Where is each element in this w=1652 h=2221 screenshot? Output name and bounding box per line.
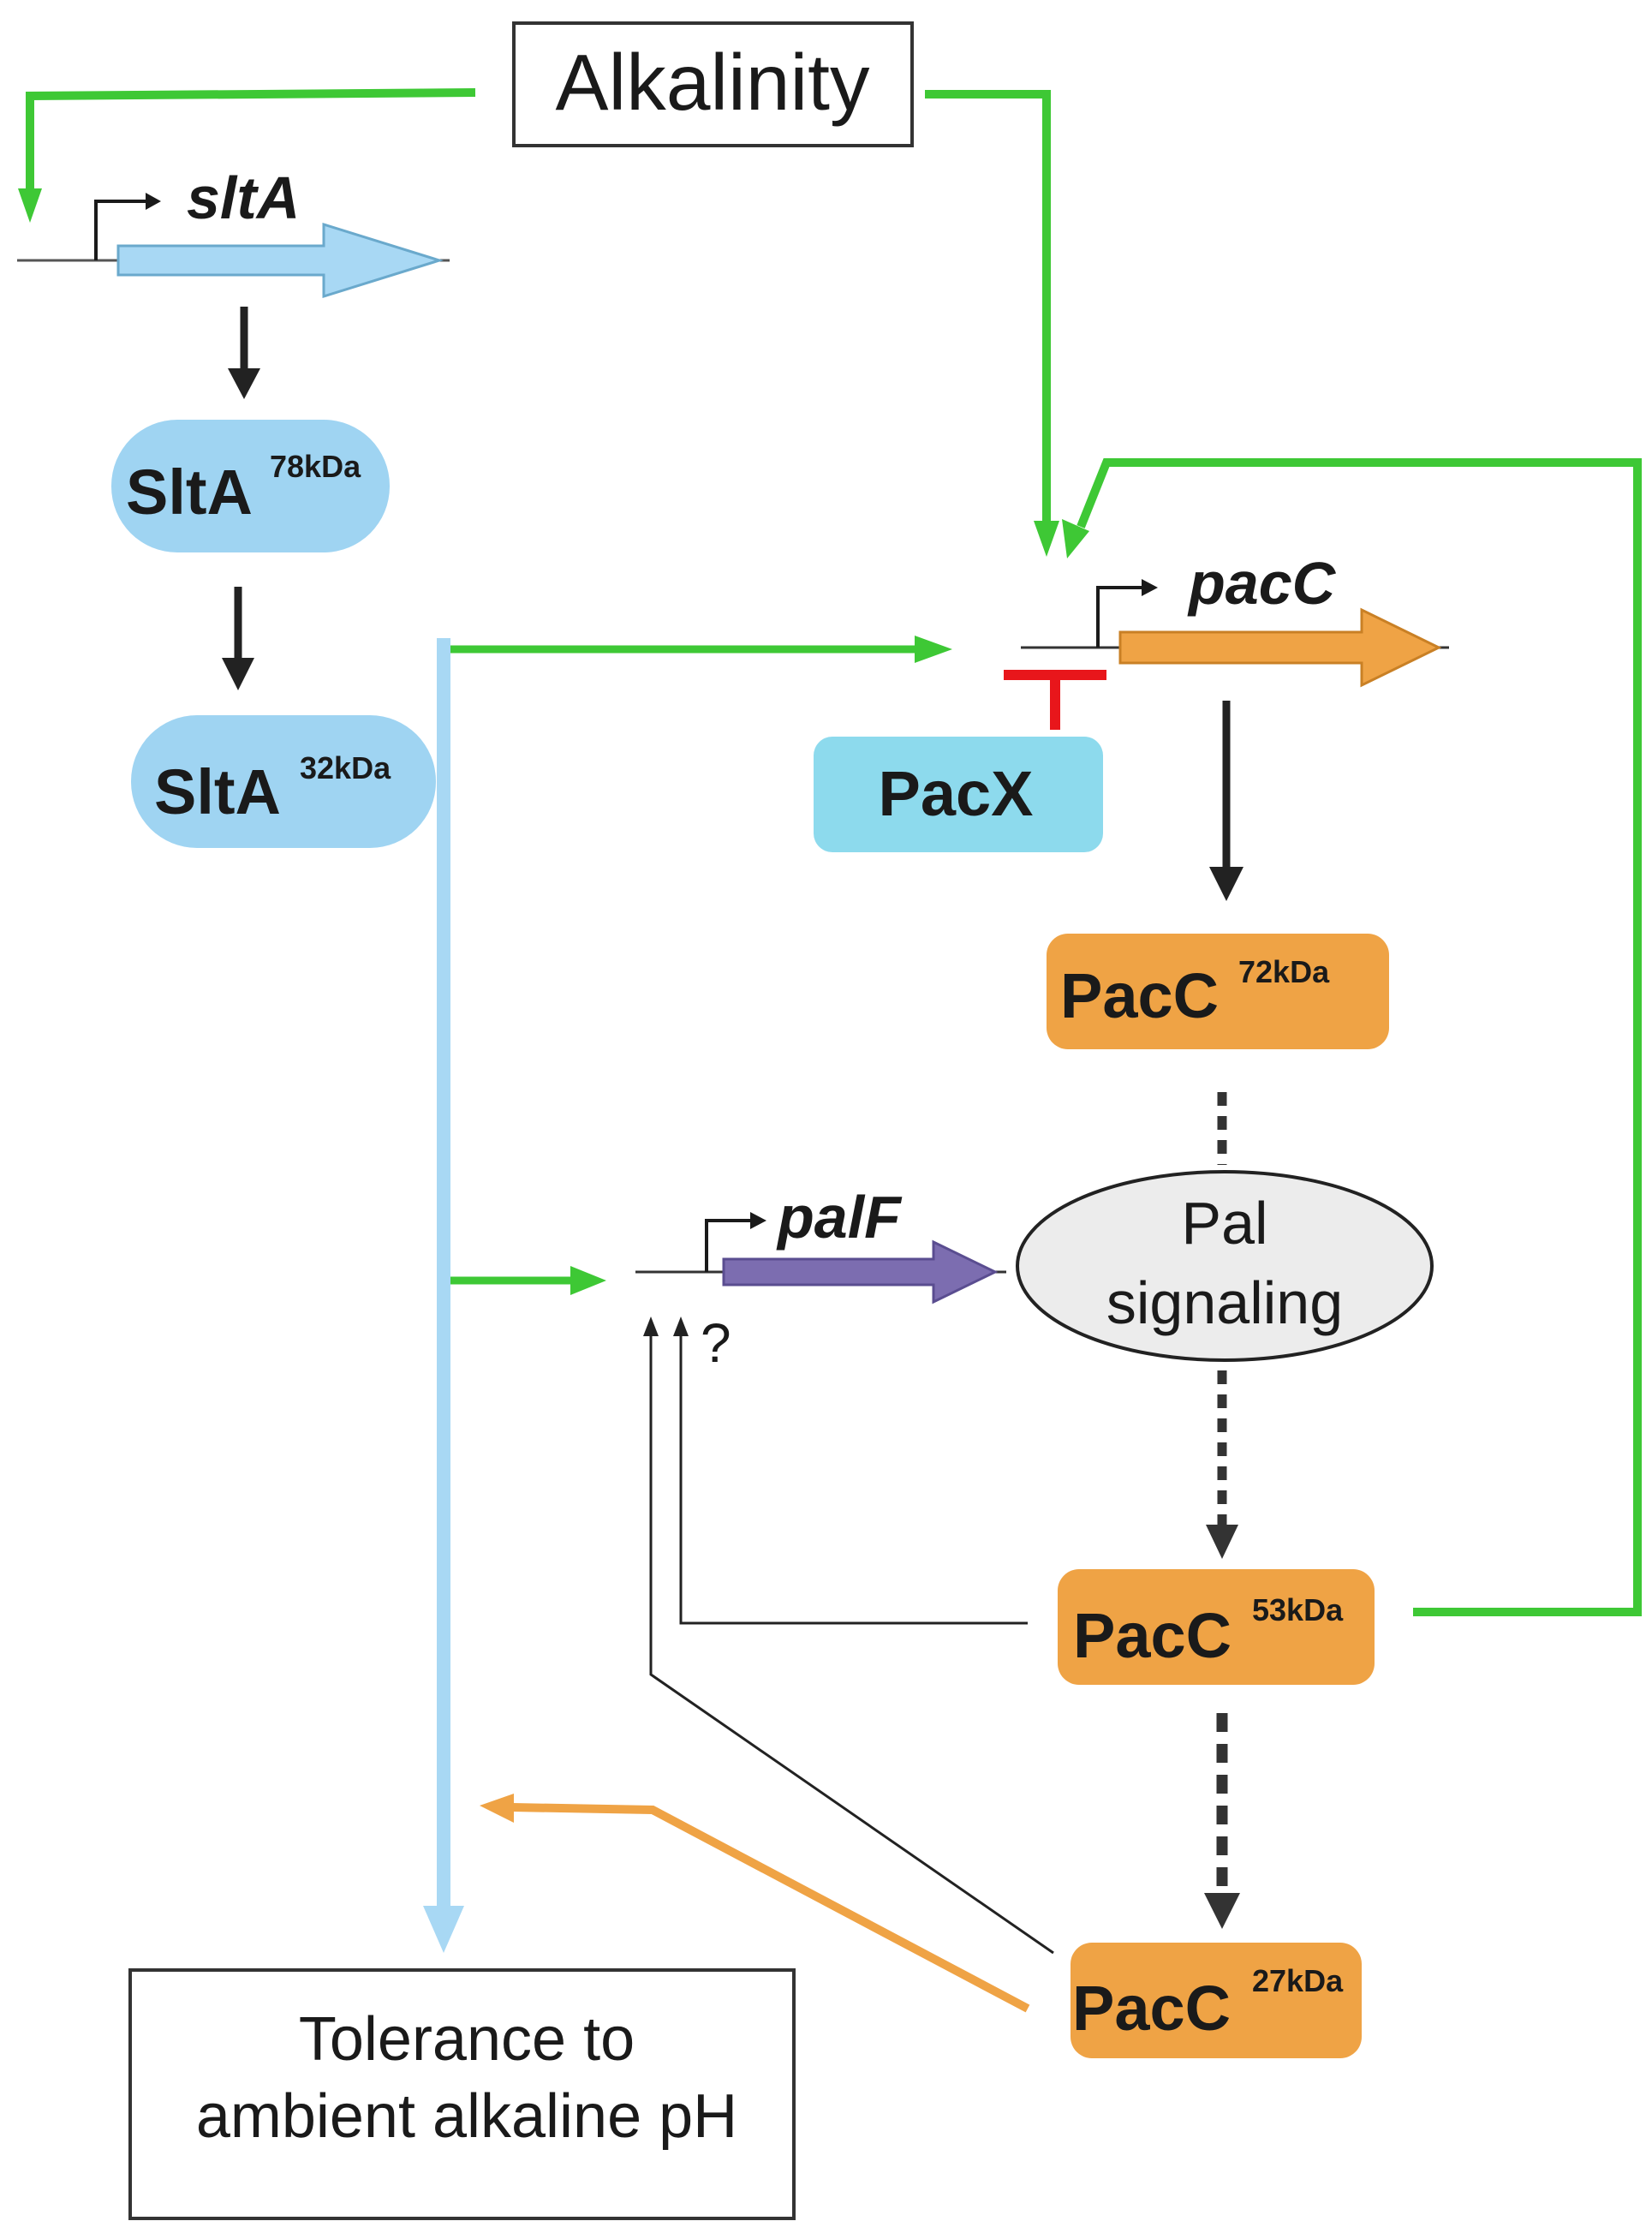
pal-signaling-line1: Pal <box>1181 1190 1267 1257</box>
pacC-expression-arrowhead <box>1209 867 1243 901</box>
sltA-pathway-arrowhead <box>423 1906 464 1953</box>
pacX-protein <box>814 737 1103 852</box>
pacC53-feedback-arrow <box>1076 458 1642 1616</box>
sltA-to-pacC-arrowhead <box>915 636 952 663</box>
pacC53-feedback-arrowhead <box>1062 519 1089 558</box>
pacC-promoter-arrow <box>1096 586 1143 648</box>
alkalinity-box <box>512 21 914 147</box>
pal-signaling-line2: signaling <box>1106 1269 1343 1336</box>
sltA-to-palF-arrowhead <box>570 1266 606 1295</box>
pacC53-to-pacC27-arrowhead <box>1204 1893 1240 1929</box>
alkalinity-to-pacC-arrow <box>925 90 1051 524</box>
sltA-promoter-arrow <box>94 200 147 260</box>
sltA-78kDa-size: 78kDa <box>270 449 361 484</box>
tolerance-line1: Tolerance to <box>299 2005 635 2074</box>
pacC27-to-tolerance-arrowhead <box>480 1794 514 1823</box>
tolerance-outcome-box <box>128 1968 796 2220</box>
pacC-72kDa-name: PacC <box>1060 960 1219 1031</box>
pacC27-to-palF-line <box>649 1334 1054 1955</box>
sltA-78kDa-name: SltA <box>126 457 253 528</box>
pal-to-pacC53-arrowhead <box>1206 1525 1238 1559</box>
alkalinity-to-sltA-arrow <box>26 88 476 190</box>
pacC-27kDa-name: PacC <box>1072 1973 1231 2044</box>
pacC53-to-palF-line <box>679 1334 1028 1625</box>
pacC27-to-tolerance-arrow <box>511 1803 1030 2013</box>
sltA-32kDa-size: 32kDa <box>300 750 391 785</box>
pacC-promoter-arrowhead <box>1142 579 1158 596</box>
pacC27-to-palF-arrowhead <box>643 1316 659 1336</box>
palF-promoter-arrowhead <box>750 1212 766 1229</box>
alkalinity-to-sltA-arrowhead <box>18 188 42 223</box>
pacC-27kDa-size: 27kDa <box>1252 1963 1344 1998</box>
palF-gene-label: palF <box>776 1184 903 1251</box>
palF-gene-arrow <box>722 1239 999 1305</box>
pacC-72kDa-size: 72kDa <box>1238 954 1330 989</box>
sltA-promoter-arrowhead <box>146 193 161 210</box>
pacC-53kDa-protein <box>1058 1569 1375 1685</box>
pacC-53kDa-size: 53kDa <box>1252 1592 1344 1627</box>
sltA-78kDa-protein <box>111 420 390 552</box>
pacC-gene-arrow <box>1118 607 1442 688</box>
pacC-72kDa-protein <box>1047 934 1389 1049</box>
pal-signaling-node <box>1016 1170 1434 1362</box>
sltA-32kDa-name: SltA <box>154 756 281 827</box>
pacC-53kDa-name: PacC <box>1073 1600 1232 1671</box>
pacX-name: PacX <box>878 758 1033 829</box>
sltA-expression-arrowhead <box>228 368 260 399</box>
sltA-processing-arrowhead <box>222 658 254 690</box>
alkalinity-label: Alkalinity <box>556 38 870 127</box>
alkalinity-to-pacC-arrowhead <box>1034 521 1059 557</box>
pacC53-to-palF-arrowhead <box>673 1316 689 1336</box>
sltA-gene-arrow <box>116 222 444 299</box>
unknown-regulation-mark: ? <box>701 1312 731 1374</box>
sltA-gene-label: sltA <box>187 164 300 231</box>
sltA-32kDa-protein <box>131 715 436 848</box>
palF-promoter-arrow <box>705 1219 752 1272</box>
pacC-27kDa-protein <box>1071 1943 1362 2058</box>
tolerance-line2: ambient alkaline pH <box>196 2082 737 2151</box>
pacC-gene-label: pacC <box>1187 550 1337 617</box>
